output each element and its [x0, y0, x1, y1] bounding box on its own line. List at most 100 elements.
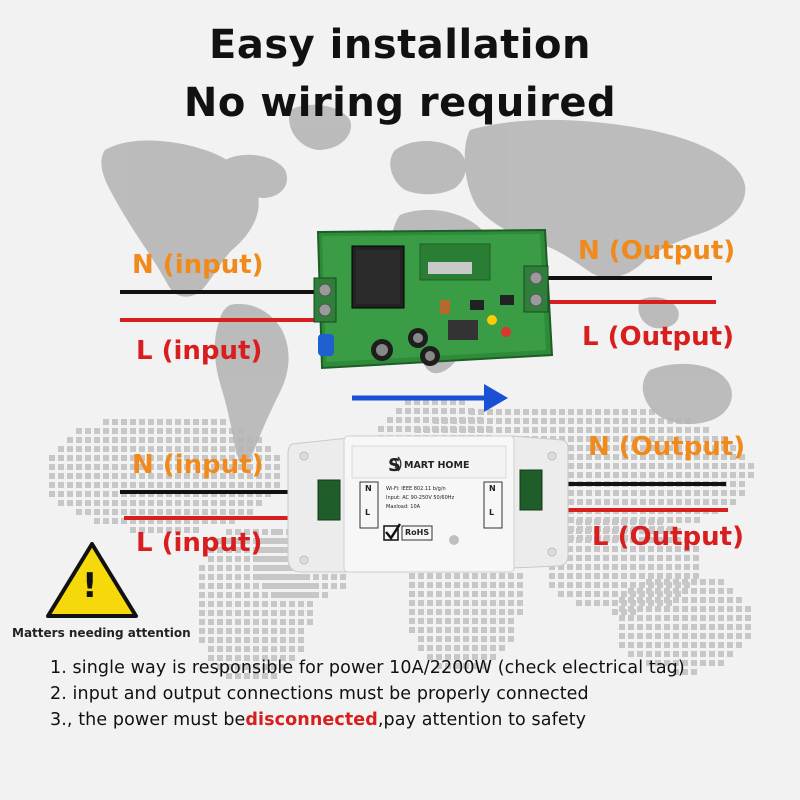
map-dot — [235, 628, 241, 634]
map-dot — [576, 564, 582, 570]
map-dot — [103, 446, 109, 452]
map-dot — [490, 636, 496, 642]
map-dot — [630, 546, 636, 552]
map-dot — [85, 446, 91, 452]
map-dot — [220, 437, 226, 443]
map-dot — [523, 427, 529, 433]
map-dot — [277, 547, 283, 553]
map-dot — [691, 660, 697, 666]
map-dot — [112, 428, 118, 434]
map-dot — [700, 642, 706, 648]
map-dot — [235, 529, 241, 535]
map-dot — [121, 518, 127, 524]
map-dot — [505, 418, 511, 424]
map-dot — [631, 409, 637, 415]
map-dot — [685, 472, 691, 478]
map-dot — [229, 428, 235, 434]
map-dot — [208, 565, 214, 571]
map-dot — [730, 499, 736, 505]
map-dot — [649, 445, 655, 451]
map-dot — [193, 473, 199, 479]
map-dot — [460, 427, 466, 433]
map-dot — [184, 437, 190, 443]
map-dot — [208, 619, 214, 625]
map-dot — [463, 600, 469, 606]
map-dot — [298, 628, 304, 634]
map-dot — [76, 491, 82, 497]
map-dot — [94, 473, 100, 479]
map-dot — [682, 642, 688, 648]
map-dot — [666, 582, 672, 588]
map-dot — [112, 491, 118, 497]
map-dot — [262, 628, 268, 634]
map-dot — [721, 445, 727, 451]
map-dot — [229, 446, 235, 452]
map-dot — [487, 409, 493, 415]
map-dot — [667, 490, 673, 496]
map-dot — [166, 473, 172, 479]
map-dot — [121, 464, 127, 470]
map-dot — [256, 455, 262, 461]
map-dot — [295, 583, 301, 589]
map-dot — [157, 509, 163, 515]
map-dot — [613, 454, 619, 460]
map-dot — [604, 490, 610, 496]
map-dot — [621, 609, 627, 615]
map-dot — [244, 601, 250, 607]
map-dot — [220, 446, 226, 452]
map-dot — [262, 655, 268, 661]
map-dot — [217, 583, 223, 589]
map-dot — [594, 546, 600, 552]
map-dot — [148, 527, 154, 533]
map-dot — [675, 564, 681, 570]
map-dot — [175, 455, 181, 461]
map-dot — [703, 427, 709, 433]
map-dot — [568, 454, 574, 460]
device-spec-3: Maxload: 10A — [386, 504, 421, 510]
map-dot — [646, 624, 652, 630]
map-dot — [568, 490, 574, 496]
map-dot — [630, 600, 636, 606]
map-dot — [94, 455, 100, 461]
map-dot — [226, 565, 232, 571]
map-dot — [712, 463, 718, 469]
map-dot — [259, 574, 265, 580]
map-dot — [76, 437, 82, 443]
map-dot — [567, 528, 573, 534]
map-dot — [613, 490, 619, 496]
map-dot — [121, 446, 127, 452]
map-dot — [658, 472, 664, 478]
map-dot — [576, 573, 582, 579]
map-dot — [664, 624, 670, 630]
map-dot — [658, 436, 664, 442]
map-dot — [709, 579, 715, 585]
map-dot — [298, 646, 304, 652]
top-n-output-label: N (Output) — [578, 236, 736, 266]
map-dot — [621, 582, 627, 588]
map-dot — [432, 408, 438, 414]
map-dot — [226, 601, 232, 607]
map-dot — [193, 464, 199, 470]
map-dot — [175, 428, 181, 434]
map-dot — [577, 499, 583, 505]
map-dot — [703, 472, 709, 478]
map-dot — [235, 583, 241, 589]
map-dot — [640, 454, 646, 460]
map-dot — [667, 445, 673, 451]
map-dot — [157, 428, 163, 434]
map-dot — [226, 547, 232, 553]
map-dot — [639, 555, 645, 561]
map-dot — [568, 427, 574, 433]
map-dot — [648, 528, 654, 534]
map-dot — [157, 473, 163, 479]
map-dot — [229, 500, 235, 506]
map-dot — [244, 556, 250, 562]
map-dot — [184, 428, 190, 434]
map-dot — [76, 446, 82, 452]
map-dot — [604, 454, 610, 460]
map-dot — [247, 464, 253, 470]
map-dot — [499, 600, 505, 606]
map-dot — [289, 628, 295, 634]
map-dot — [567, 573, 573, 579]
map-dot — [549, 582, 555, 588]
